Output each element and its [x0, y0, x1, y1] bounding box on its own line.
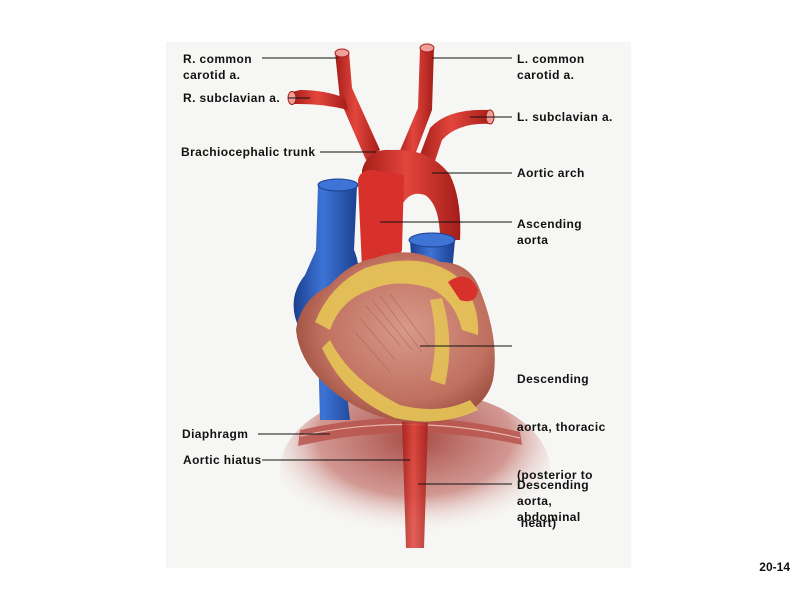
label-brachiocephalic-trunk: Brachiocephalic trunk [181, 145, 316, 159]
label-l-subclavian: L. subclavian a. [517, 110, 613, 124]
label-ascending-aorta: Ascending aorta [517, 217, 582, 247]
leader-lines [258, 57, 512, 485]
label-descending-thoracic: Descending aorta, thoracic (posterior to… [517, 372, 606, 530]
label-descending-abdominal: Descending aorta, abdominal [517, 478, 590, 524]
aortic-arch-shape [287, 43, 495, 280]
slide-number: 20-14 [759, 560, 790, 574]
abdominal-aorta-shape [402, 420, 428, 548]
label-aortic-arch: Aortic arch [517, 166, 585, 180]
heart-shape [296, 252, 495, 424]
label-r-subclavian: R. subclavian a. [183, 91, 281, 105]
label-aortic-hiatus: Aortic hiatus [183, 453, 262, 467]
label-r-common-carotid: R. common carotid a. [183, 52, 252, 82]
label-l-common-carotid: L. common carotid a. [517, 52, 585, 82]
label-diaphragm: Diaphragm [182, 427, 249, 441]
